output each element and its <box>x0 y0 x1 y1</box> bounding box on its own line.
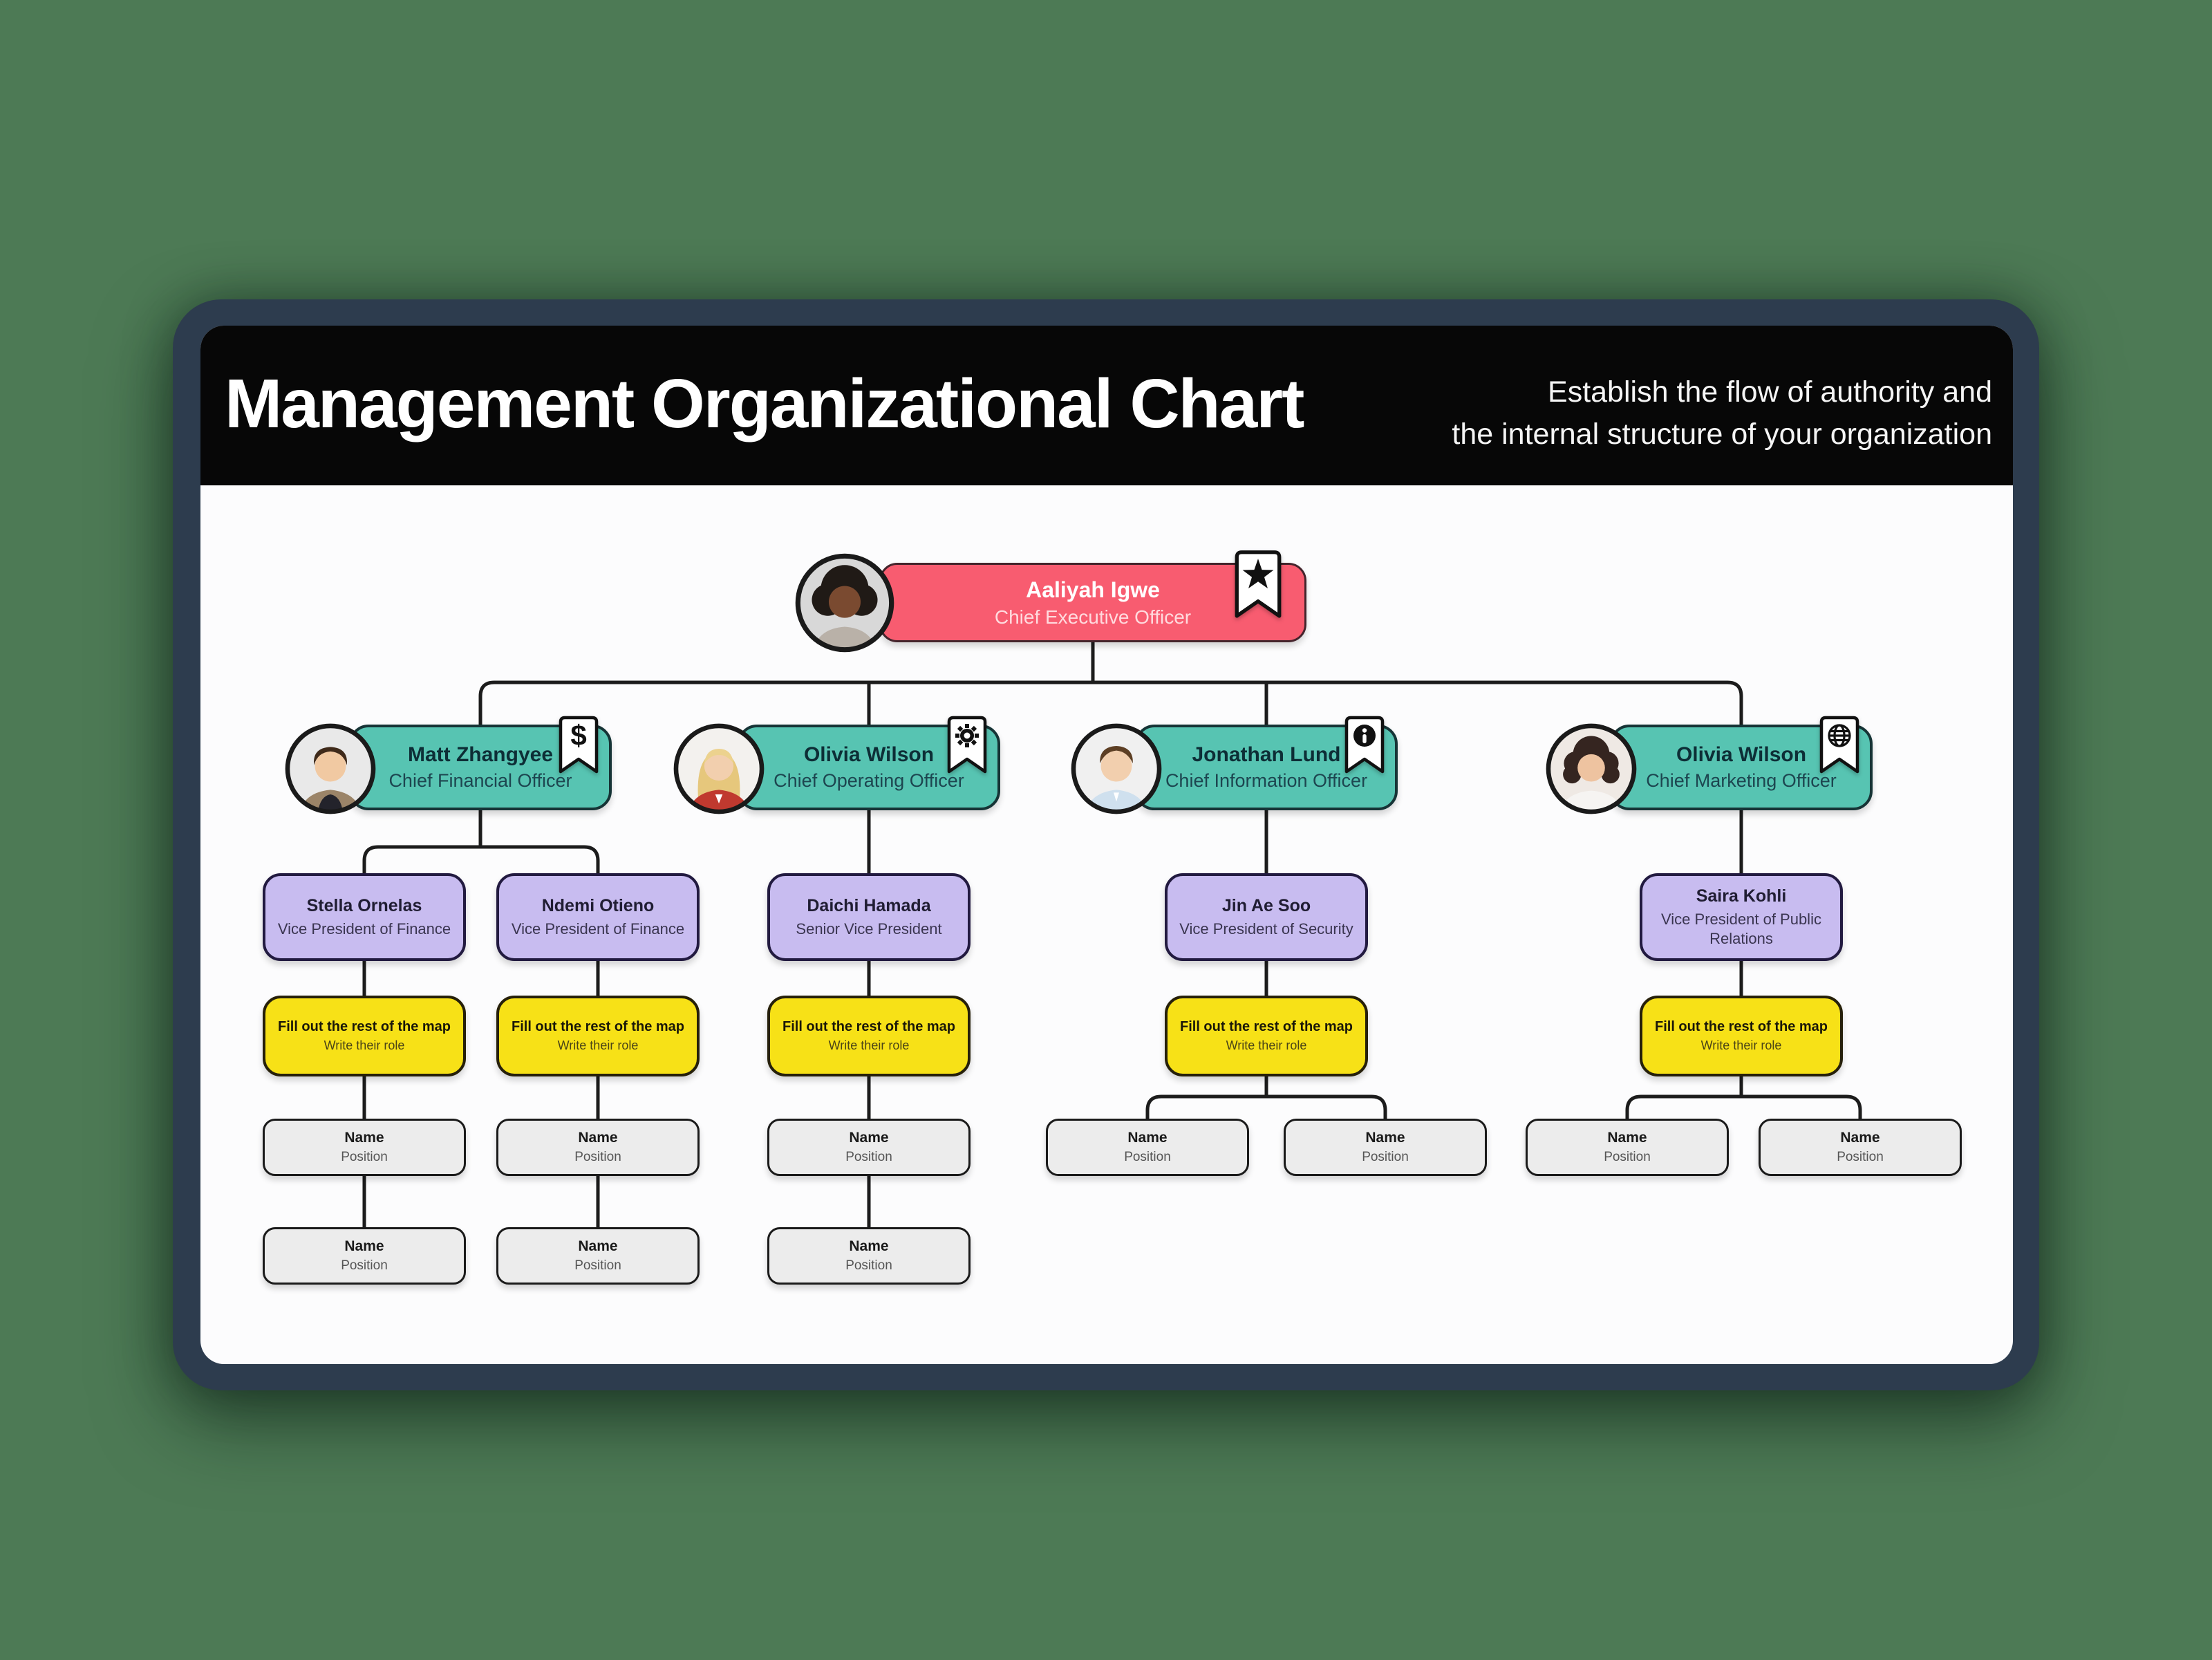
person-role: Vice President of Finance <box>277 920 451 938</box>
empty-node: Name Position <box>263 1227 466 1285</box>
person-role: Vice President of Public Relations <box>1661 911 1821 947</box>
person-name: Jonathan Lund <box>1192 743 1341 766</box>
placeholder-node: Fill out the rest of the map Write their… <box>1640 996 1843 1076</box>
placeholder-title: Fill out the rest of the map <box>277 1019 451 1034</box>
org-node-vp-finance-2: Ndemi Otieno Vice President of Finance <box>496 873 700 961</box>
dollar-icon: $ <box>570 719 586 752</box>
page-subtitle-line2: the internal structure of your organizat… <box>1452 418 1992 451</box>
empty-node: Name Position <box>1284 1119 1487 1176</box>
empty-position: Position <box>574 1150 621 1164</box>
gear-badge <box>945 715 989 779</box>
org-node-svp: Daichi Hamada Senior Vice President <box>767 873 971 961</box>
avatar-cfo <box>285 723 376 814</box>
placeholder-title: Fill out the rest of the map <box>1179 1019 1353 1034</box>
person-name: Jin Ae Soo <box>1221 895 1311 915</box>
person-role: Chief Information Officer <box>1165 770 1368 791</box>
person-role: Chief Marketing Officer <box>1646 770 1837 791</box>
empty-node: Name Position <box>767 1119 971 1176</box>
placeholder-subtitle: Write their role <box>324 1038 405 1052</box>
empty-name: Name <box>1607 1130 1647 1146</box>
person-name: Stella Ornelas <box>306 895 422 915</box>
placeholder-title: Fill out the rest of the map <box>511 1019 684 1034</box>
person-name: Matt Zhangyee <box>407 743 554 766</box>
empty-node: Name Position <box>263 1119 466 1176</box>
page-subtitle-line1: Establish the flow of authority and <box>1548 375 1992 409</box>
placeholder-node: Fill out the rest of the map Write their… <box>263 996 466 1076</box>
person-name: Olivia Wilson <box>803 743 935 766</box>
empty-name: Name <box>1127 1130 1168 1146</box>
person-role: Chief Financial Officer <box>388 770 572 791</box>
empty-node: Name Position <box>1526 1119 1729 1176</box>
empty-node: Name Position <box>1046 1119 1249 1176</box>
placeholder-title: Fill out the rest of the map <box>1654 1019 1828 1034</box>
empty-node: Name Position <box>767 1227 971 1285</box>
empty-position: Position <box>341 1258 388 1273</box>
empty-node: Name Position <box>1759 1119 1962 1176</box>
avatar-ceo <box>795 553 894 653</box>
empty-position: Position <box>574 1258 621 1273</box>
avatar-cio <box>1071 723 1162 814</box>
placeholder-subtitle: Write their role <box>828 1038 910 1052</box>
person-name: Aaliyah Igwe <box>1026 577 1160 602</box>
slide-card: Management Organizational Chart Establis… <box>200 326 2013 1364</box>
placeholder-subtitle: Write their role <box>1226 1038 1307 1052</box>
person-role: Chief Operating Officer <box>774 770 964 791</box>
empty-position: Position <box>845 1150 892 1164</box>
org-node-vp-finance-1: Stella Ornelas Vice President of Finance <box>263 873 466 961</box>
empty-node: Name Position <box>496 1119 700 1176</box>
empty-name: Name <box>849 1238 889 1254</box>
person-name: Daichi Hamada <box>807 895 931 915</box>
empty-position: Position <box>1604 1150 1651 1164</box>
empty-position: Position <box>1362 1150 1409 1164</box>
empty-node: Name Position <box>496 1227 700 1285</box>
person-name: Olivia Wilson <box>1676 743 1807 766</box>
page-subtitle: Establish the flow of authority and the … <box>1452 371 1992 456</box>
empty-name: Name <box>344 1238 384 1254</box>
empty-name: Name <box>1365 1130 1405 1146</box>
avatar-coo <box>673 723 765 814</box>
info-badge <box>1342 715 1387 779</box>
star-badge <box>1232 549 1284 624</box>
org-node-vp-pr: Saira Kohli Vice President of Public Rel… <box>1640 873 1843 961</box>
empty-name: Name <box>578 1238 618 1254</box>
placeholder-node: Fill out the rest of the map Write their… <box>1165 996 1368 1076</box>
placeholder-subtitle: Write their role <box>557 1038 639 1052</box>
dollar-badge: $ <box>556 715 601 779</box>
globe-icon <box>1828 724 1851 747</box>
placeholder-node: Fill out the rest of the map Write their… <box>496 996 700 1076</box>
placeholder-title: Fill out the rest of the map <box>782 1019 955 1034</box>
info-icon <box>1353 725 1376 747</box>
gear-icon <box>955 724 979 747</box>
person-role: Vice President of Finance <box>511 920 685 938</box>
person-role: Chief Executive Officer <box>994 606 1192 628</box>
empty-position: Position <box>845 1258 892 1273</box>
header-band: Management Organizational Chart Establis… <box>200 326 2013 485</box>
placeholder-node: Fill out the rest of the map Write their… <box>767 996 971 1076</box>
empty-position: Position <box>1124 1150 1171 1164</box>
person-name: Ndemi Otieno <box>541 895 655 915</box>
avatar-cmo <box>1546 723 1637 814</box>
empty-name: Name <box>1840 1130 1880 1146</box>
person-name: Saira Kohli <box>1696 886 1787 906</box>
globe-badge <box>1817 715 1862 779</box>
person-role: Senior Vice President <box>796 920 942 938</box>
empty-position: Position <box>341 1150 388 1164</box>
placeholder-subtitle: Write their role <box>1700 1038 1782 1052</box>
empty-name: Name <box>344 1130 384 1146</box>
empty-name: Name <box>578 1130 618 1146</box>
page-title: Management Organizational Chart <box>225 365 1304 442</box>
org-node-vp-security: Jin Ae Soo Vice President of Security <box>1165 873 1368 961</box>
empty-position: Position <box>1837 1150 1884 1164</box>
star-icon <box>1242 559 1274 588</box>
empty-name: Name <box>849 1130 889 1146</box>
person-role: Vice President of Security <box>1179 920 1353 938</box>
